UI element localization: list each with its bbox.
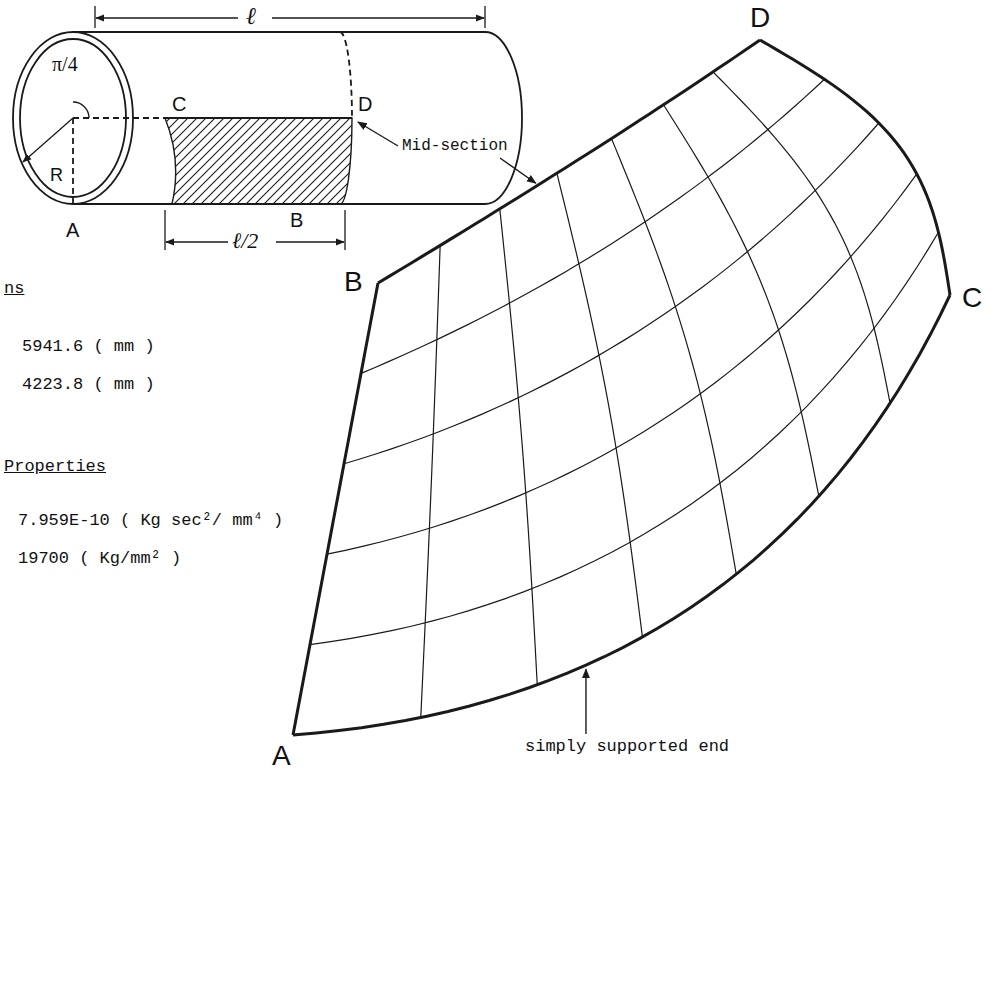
leader-line — [500, 158, 536, 183]
dimension-line — [276, 241, 344, 242]
cylinder-top — [73, 31, 485, 33]
shell-mesh — [293, 40, 950, 735]
dimension-value: 4223.8 ( mm ) — [22, 376, 155, 393]
point-label: A — [66, 220, 79, 240]
property-value: 7.959E-10 ( Kg sec²/ mm⁴ ) — [18, 512, 283, 529]
heading-label: Properties — [4, 458, 106, 475]
cylinder-bottom — [73, 203, 485, 205]
leader-line — [358, 122, 398, 146]
point-label: D — [358, 94, 372, 114]
shell-edge — [760, 40, 950, 295]
extension-line — [344, 210, 345, 250]
dimension-label: ℓ/2 — [232, 230, 258, 252]
dimension-line — [272, 17, 484, 18]
radius-to-a — [72, 118, 74, 204]
dimension-line — [166, 241, 228, 242]
point-label: C — [172, 94, 186, 114]
mesh-line — [713, 72, 890, 403]
support-label: simply supported end — [525, 738, 729, 755]
mesh-line — [500, 209, 537, 685]
hatched-panel — [165, 118, 352, 204]
leader-line — [585, 669, 586, 734]
leaders — [358, 122, 586, 734]
shell-edge — [293, 295, 950, 735]
mesh-line — [611, 139, 736, 575]
angle-arc — [73, 102, 89, 118]
cylinder-far-end — [485, 32, 522, 204]
radius-label: R — [50, 166, 63, 184]
radius-to-c — [73, 117, 165, 119]
extension-line — [94, 6, 95, 28]
section-label: Mid-section — [402, 138, 508, 154]
point-label: B — [290, 210, 303, 230]
extension-line — [164, 210, 165, 250]
mesh-line — [327, 174, 917, 554]
shell-edge — [378, 40, 760, 283]
point-label: A — [272, 742, 291, 770]
mesh-line — [557, 173, 643, 637]
extension-line — [484, 6, 485, 28]
point-label: C — [962, 284, 982, 312]
dimension-value: 5941.6 ( mm ) — [22, 338, 155, 355]
property-value: 19700 ( Kg/mm² ) — [18, 550, 181, 567]
line-c-d — [165, 117, 352, 119]
angle-label: π/4 — [52, 54, 78, 74]
mesh-line — [421, 245, 440, 717]
heading-label: ns — [4, 280, 24, 297]
mesh-line — [344, 123, 879, 464]
mesh-line — [361, 79, 824, 373]
dimensions — [95, 6, 485, 250]
point-label: D — [750, 4, 770, 32]
mid-section-hidden — [340, 32, 352, 118]
radius-leader — [23, 118, 73, 162]
shell-edge — [293, 283, 378, 735]
point-label: B — [344, 268, 363, 296]
dimension-line — [96, 17, 238, 18]
cylinder-figure — [13, 32, 522, 204]
mesh-line — [310, 232, 938, 644]
dimension-label: ℓ — [246, 4, 256, 28]
